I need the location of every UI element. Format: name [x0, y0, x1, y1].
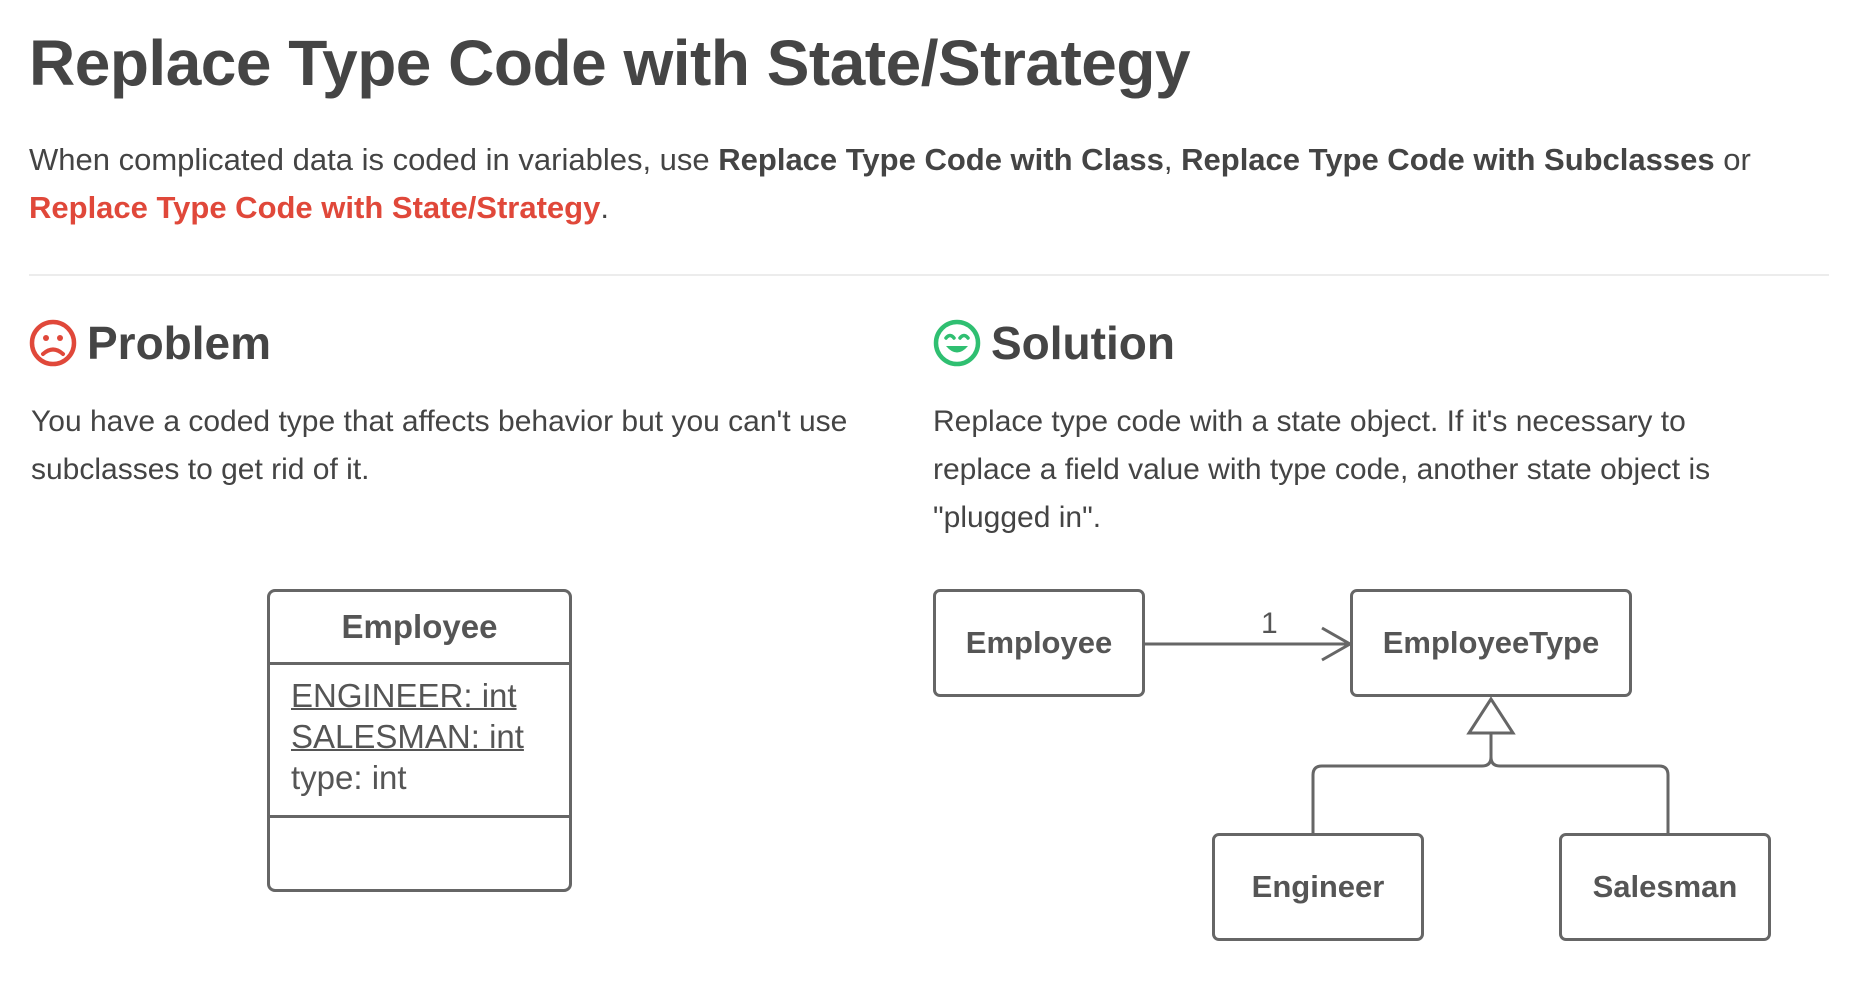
- inheritance-line-engineer: [1311, 733, 1493, 835]
- uml-box-salesman: Salesman: [1559, 833, 1771, 941]
- intro-strong-2: Replace Type Code with Subclasses: [1181, 142, 1715, 177]
- uml-attribute-type: type: int: [291, 759, 407, 796]
- inheritance-line-salesman: [1489, 756, 1670, 835]
- solution-text: Replace type code with a state object. I…: [933, 405, 1711, 534]
- inheritance-triangle: [1466, 696, 1516, 735]
- solution-heading: Solution: [933, 317, 1175, 369]
- intro-or: or: [1714, 142, 1751, 177]
- page-title: Replace Type Code with State/Strategy: [29, 27, 1191, 99]
- uml-box-engineer: Engineer: [1212, 833, 1424, 941]
- association-multiplicity: 1: [1261, 607, 1278, 640]
- uml-attribute-engineer: ENGINEER: int: [291, 677, 517, 714]
- problem-heading: Problem: [29, 317, 272, 369]
- solution-title: Solution: [991, 317, 1175, 369]
- uml-class-name: Employee: [270, 592, 569, 665]
- sad-face-icon: [29, 319, 77, 367]
- problem-text: You have a coded type that affects behav…: [31, 405, 848, 486]
- uml-class-employee: Employee ENGINEER: int SALESMAN: int typ…: [267, 589, 572, 892]
- intro-prefix: When complicated data is coded in variab…: [29, 142, 719, 177]
- intro-link-current[interactable]: Replace Type Code with State/Strategy: [29, 190, 601, 225]
- uml-class-attributes: ENGINEER: int SALESMAN: int type: int: [270, 665, 569, 818]
- happy-face-icon: [933, 319, 981, 367]
- intro-end: .: [600, 190, 609, 225]
- uml-box-employee: Employee: [933, 589, 1145, 697]
- intro-paragraph: When complicated data is coded in variab…: [29, 136, 1829, 232]
- intro-strong-1: Replace Type Code with Class: [718, 142, 1164, 177]
- uml-attribute-salesman: SALESMAN: int: [291, 718, 524, 755]
- section-divider: [29, 274, 1829, 276]
- intro-separator: ,: [1163, 142, 1182, 177]
- uml-box-employee-type: EmployeeType: [1350, 589, 1632, 697]
- problem-title: Problem: [87, 317, 272, 369]
